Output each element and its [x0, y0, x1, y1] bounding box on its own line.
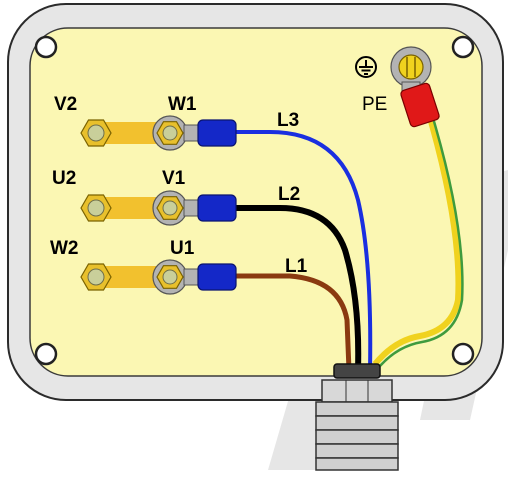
crimp-sleeve-blue — [197, 119, 237, 147]
crimp-sleeve-blue — [197, 263, 237, 291]
label-w1: W1 — [168, 94, 197, 115]
terminal-lug-u1 — [152, 259, 237, 295]
mounting-hole-bottom-left — [34, 342, 58, 366]
mounting-hole-bottom-right — [451, 342, 475, 366]
label-w2: W2 — [50, 238, 79, 259]
terminal-lug-v1 — [152, 190, 237, 226]
nut-icon — [156, 121, 184, 145]
mounting-hole-top-left — [34, 35, 58, 59]
label-u2: U2 — [52, 168, 76, 189]
wire-l2-black — [234, 205, 362, 371]
terminal-lug-w1 — [152, 115, 237, 151]
label-l2: L2 — [278, 184, 300, 205]
crimp-sleeve-red — [400, 82, 440, 128]
label-pe: PE — [362, 94, 387, 115]
label-v2: V2 — [54, 94, 77, 115]
label-l1: L1 — [285, 256, 308, 277]
wire-pe-yellow — [372, 117, 462, 366]
pe-ground-terminal — [390, 46, 440, 128]
wire-l3-blue — [234, 130, 373, 371]
nut-icon — [80, 194, 112, 222]
ground-symbol-icon — [355, 56, 377, 78]
wire-pe-green — [379, 117, 464, 367]
screw-icon — [398, 54, 424, 80]
nut-icon — [156, 265, 184, 289]
mounting-hole-top-right — [451, 35, 475, 59]
nut-icon — [80, 119, 112, 147]
nut-icon — [80, 263, 112, 291]
label-v1: V1 — [162, 168, 186, 189]
crimp-sleeve-blue — [197, 194, 237, 222]
cable-gland-icon — [315, 363, 399, 471]
wire-l1-brown — [234, 273, 352, 371]
label-u1: U1 — [170, 238, 195, 259]
nut-icon — [156, 196, 184, 220]
label-l3: L3 — [277, 110, 299, 131]
